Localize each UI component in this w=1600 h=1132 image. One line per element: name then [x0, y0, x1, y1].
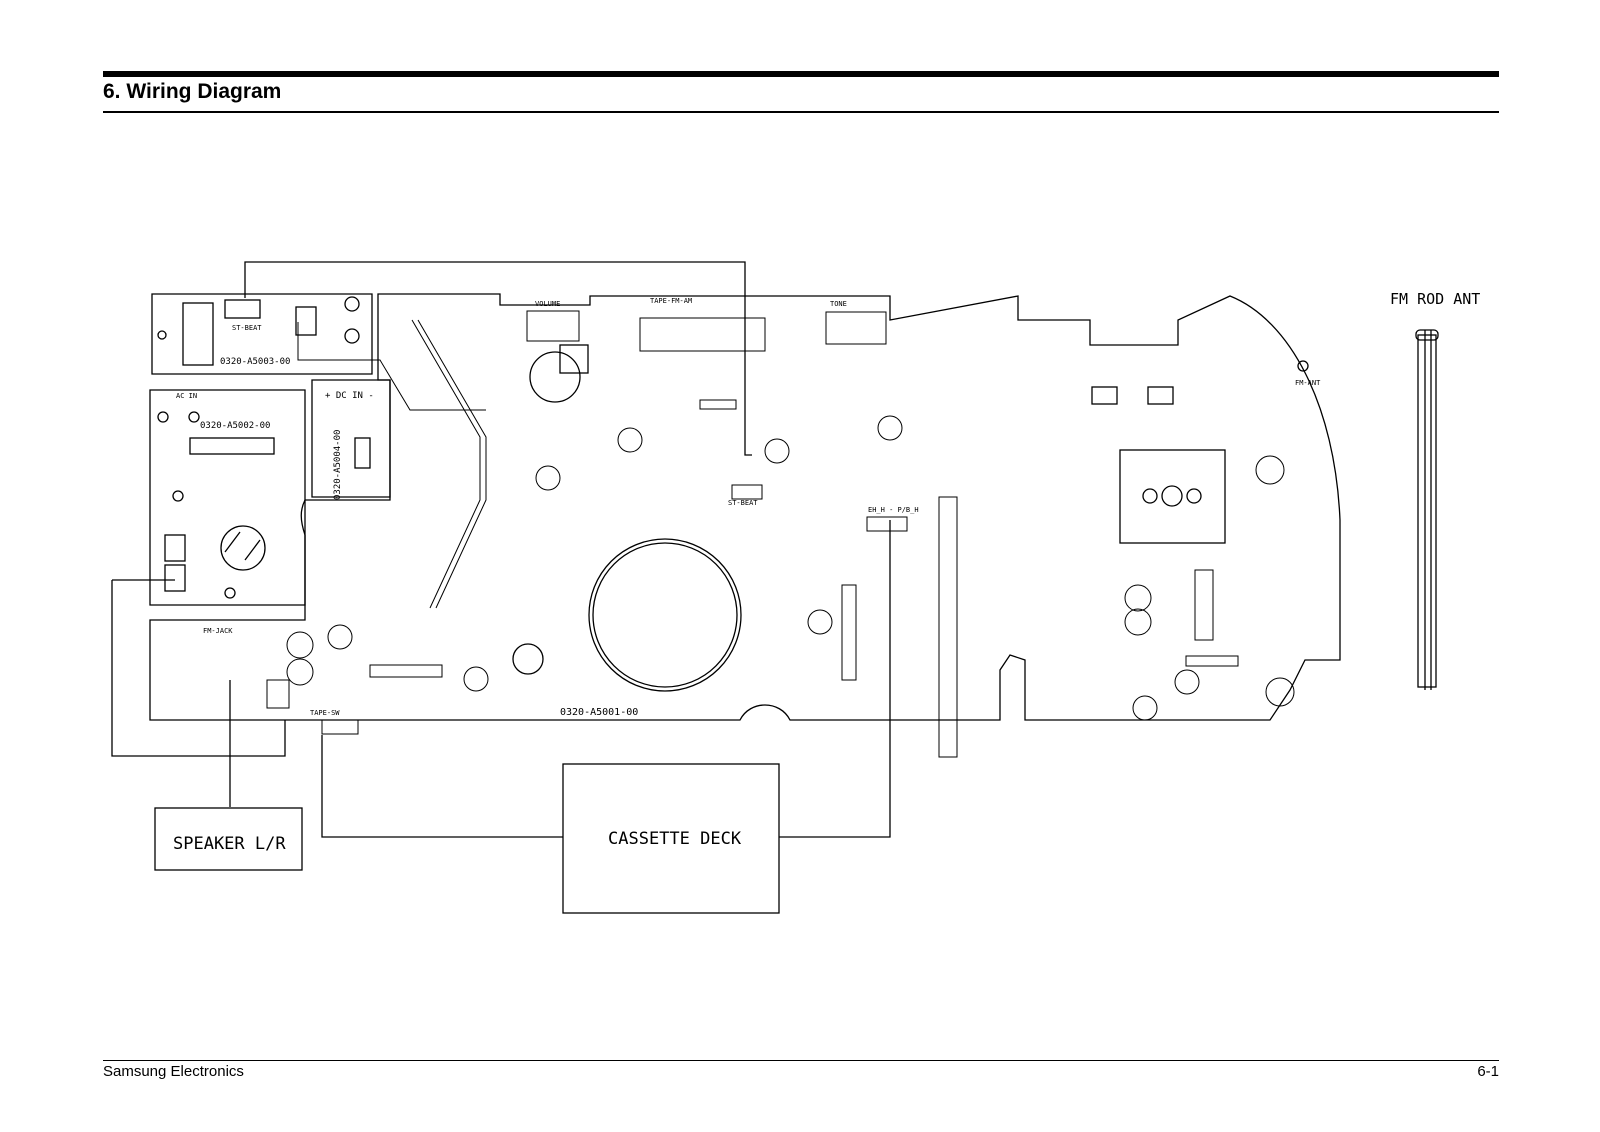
footer-page-number: 6-1 — [1477, 1063, 1499, 1080]
ac-in-label: AC IN — [176, 392, 197, 400]
st-beat-top-label: ST-BEAT — [232, 324, 262, 332]
st-beat-mid-label: ST-BEAT — [728, 499, 758, 507]
header-rule-top — [103, 71, 1499, 77]
page-title: 6. Wiring Diagram — [103, 80, 282, 103]
footer-rule — [103, 1060, 1499, 1061]
footer-company: Samsung Electronics — [103, 1063, 244, 1080]
volume-label: VOLUME — [535, 300, 560, 308]
dc-board: + DC IN - — [311, 379, 391, 498]
cassette-box: CASSETTE DECK — [562, 763, 780, 914]
cassette-label: CASSETTE DECK — [608, 829, 742, 849]
eh-pb-label: EH_H - P/B_H — [868, 506, 919, 514]
header-rule-bottom — [103, 111, 1499, 113]
speaker-label: SPEAKER L/R — [173, 834, 286, 854]
pcb-text: VOLUME TAPE-FM-AM TONE ST-BEAT ST-BEAT E… — [203, 297, 919, 718]
components — [266, 310, 1295, 758]
speaker-box: SPEAKER L/R — [154, 807, 303, 871]
pcb-label-power: 0320-A5002-00 — [200, 421, 270, 431]
main-pcb — [149, 293, 1341, 721]
dc-in-label: + DC IN - — [325, 391, 374, 401]
dc-label-group: 0320-A5004-00 — [333, 430, 343, 500]
pcb-label-dc: 0320-A5004-00 — [333, 430, 343, 500]
top-sub-board: 0320-A5003-00 — [151, 293, 373, 375]
pcb-label-main: 0320-A5001-00 — [560, 707, 638, 718]
power-board: AC IN 0320-A5002-00 — [149, 389, 306, 606]
fm-ant-label: FM-ANT — [1295, 379, 1321, 387]
fm-jack-label: FM-JACK — [203, 627, 233, 635]
fm-antenna: FM ROD ANT FM-ANT — [1091, 290, 1480, 690]
pcb-label-top: 0320-A5003-00 — [220, 357, 290, 367]
tape-fm-am-label: TAPE-FM-AM — [650, 297, 692, 305]
wires — [111, 261, 891, 838]
tape-sw-label: TAPE-SW — [310, 709, 340, 717]
fm-rod-ant-label: FM ROD ANT — [1390, 290, 1480, 308]
tone-label: TONE — [830, 300, 847, 308]
